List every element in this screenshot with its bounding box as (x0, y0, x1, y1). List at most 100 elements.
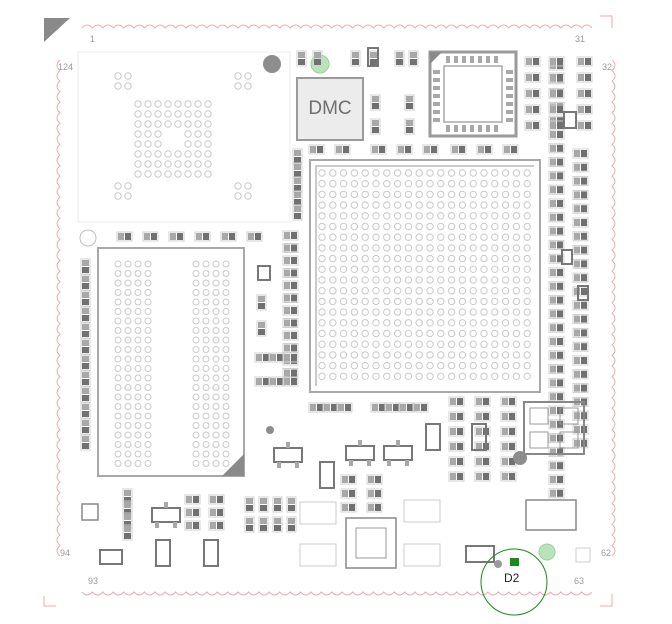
passive-pad (288, 525, 295, 531)
passive-outline (312, 50, 323, 67)
main-bga-ball (437, 372, 445, 380)
ddr-ball (212, 279, 220, 287)
ddr-ball (202, 336, 210, 344)
passive-pad (379, 404, 385, 411)
main-bga-ball (480, 222, 488, 231)
main-bga-ball (512, 222, 521, 231)
passive-pad (574, 163, 580, 171)
passive-pad (294, 206, 301, 212)
main-bga-ball (447, 372, 456, 380)
main-bga-ball (415, 190, 423, 199)
passive-pad (550, 213, 556, 221)
passive-outline (548, 474, 565, 485)
main-bga-ball (372, 351, 380, 359)
passive-pad (574, 232, 580, 240)
main-bga-ball (469, 244, 477, 252)
passive-outline (208, 507, 225, 518)
main-bga-ball (415, 319, 423, 327)
main-bga-ball (339, 233, 348, 241)
passive-outline (396, 144, 413, 155)
ddr-ball (134, 327, 142, 334)
ddr-ball (192, 308, 200, 315)
main-bga-ball (512, 276, 521, 284)
ddr-ball (134, 393, 142, 401)
passive-pad (557, 106, 563, 113)
ddr-ball (202, 422, 210, 429)
bga-ball (144, 120, 152, 128)
passive-pad (82, 340, 89, 346)
ddr-ball (192, 289, 200, 296)
main-bga-ball (523, 180, 531, 188)
ddr-ball (134, 289, 142, 296)
sot-pin (367, 460, 371, 466)
d2-highlight-ring[interactable] (480, 548, 548, 616)
ddr-ball (202, 431, 210, 439)
passive-pad (578, 122, 584, 129)
passive-pad (550, 489, 556, 497)
main-bga-ball (372, 244, 380, 252)
bga-ball (124, 192, 132, 200)
ddr-ball (124, 422, 132, 429)
passive-pad (372, 404, 378, 411)
bga-ball (174, 100, 182, 108)
main-bga-ball (339, 340, 348, 348)
ddr-ball (212, 460, 220, 467)
d2-led-pad[interactable] (510, 558, 519, 566)
main-bga-ball (318, 265, 326, 273)
main-bga-ball (437, 351, 445, 359)
main-bga-ball (480, 180, 488, 188)
ddr-ball (212, 289, 220, 296)
sot-package (345, 445, 375, 461)
bga-ball (154, 130, 162, 138)
passive-outline (220, 231, 237, 242)
passive-pad (352, 52, 359, 58)
passive-pad (502, 413, 508, 420)
main-bga-ball (350, 319, 359, 327)
main-bga-ball (361, 308, 369, 316)
passive-pad (125, 233, 131, 240)
ddr-ball (114, 441, 122, 448)
bga-ball (204, 140, 212, 148)
inductor (257, 265, 271, 281)
passive-pad (550, 58, 556, 65)
main-bga-ball (372, 297, 380, 306)
main-bga-ball (339, 329, 348, 338)
passive-pad (288, 505, 295, 511)
corner-mark-bl (43, 596, 56, 607)
passive-outline (572, 327, 589, 338)
passive-pad (550, 393, 556, 401)
main-bga-ball (393, 297, 402, 306)
passive-pad (82, 363, 89, 369)
ddr-ball (134, 441, 142, 448)
passive-pad (550, 227, 556, 235)
main-bga-ball (480, 233, 488, 241)
passive-pad (82, 292, 89, 298)
passive-pad (533, 122, 539, 129)
passive-outline (80, 322, 91, 339)
main-bga-ball (372, 319, 380, 327)
passive-outline (366, 488, 383, 499)
bga-ball (134, 140, 142, 148)
passive-pad (581, 274, 587, 282)
passive-outline (576, 88, 593, 99)
main-bga-ball (329, 340, 337, 348)
pin-label-32: 32 (602, 62, 612, 72)
ddr-ball (202, 365, 210, 372)
passive-pad (585, 58, 591, 65)
crystal-pad (559, 431, 579, 449)
main-bga-ball (383, 319, 391, 327)
main-bga-ball (480, 201, 488, 209)
main-bga-ball (447, 180, 456, 188)
ddr-ball (114, 393, 122, 401)
passive-outline (576, 104, 593, 115)
passive-pad (557, 379, 563, 387)
main-bga-ball (458, 308, 467, 316)
ddr-ball (222, 327, 230, 334)
main-bga-ball (393, 212, 402, 220)
passive-outline (80, 434, 91, 451)
main-bga-ball (393, 169, 402, 177)
passive-outline (548, 88, 565, 99)
passive-pad (483, 398, 489, 405)
